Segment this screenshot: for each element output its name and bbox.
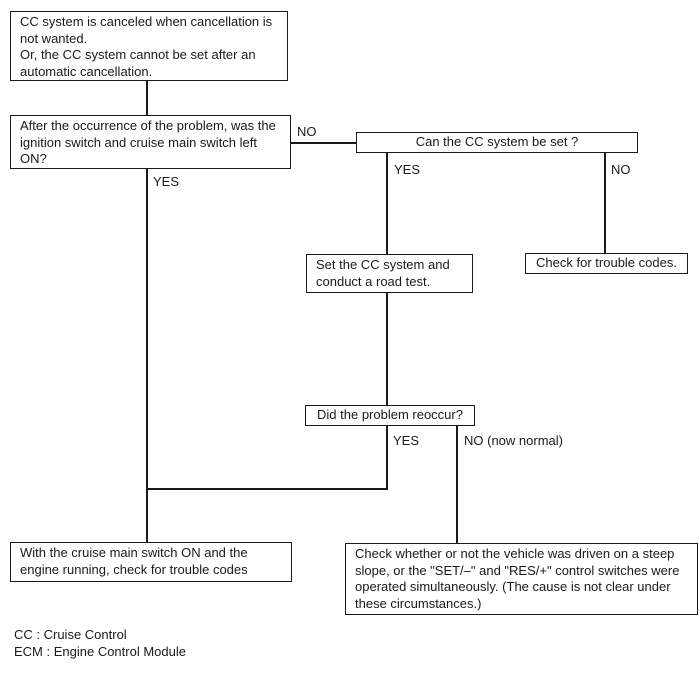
branch-label-yes: YES: [394, 162, 421, 177]
flow-box-problem-reoccur-question: Did the problem reoccur?: [305, 405, 475, 426]
legend-line-cc: CC : Cruise Control: [14, 627, 127, 642]
connector-no-to-check-codes: [604, 153, 606, 253]
abbreviation-legend: CC : Cruise Control ECM : Engine Control…: [14, 626, 186, 660]
connector-no-to-steep-slope: [456, 426, 458, 543]
flow-box-problem-symptom: CC system is canceled when cancellation …: [10, 11, 288, 81]
flow-box-cc-set-question: Can the CC system be set ?: [356, 132, 638, 153]
connector-yes-to-check-codes-left: [146, 169, 148, 542]
connector-yes-to-road-test: [386, 153, 388, 254]
flow-box-ignition-switch-question: After the occurrence of the problem, was…: [10, 115, 291, 169]
branch-label-no: NO: [611, 162, 631, 177]
branch-label-no: NO: [297, 124, 317, 139]
connector-road-test-to-reoccur: [386, 293, 388, 405]
connector-yes-merge-horizontal: [146, 488, 387, 490]
legend-line-ecm: ECM : Engine Control Module: [14, 644, 186, 659]
connector-symptom-to-question: [146, 81, 148, 115]
flow-box-steep-slope-note: Check whether or not the vehicle was dri…: [345, 543, 698, 615]
connector-no-to-can-set: [291, 142, 356, 144]
branch-label-yes: YES: [153, 174, 180, 189]
flow-box-check-trouble-codes: Check for trouble codes.: [525, 253, 688, 274]
branch-label-yes: YES: [393, 433, 420, 448]
flow-box-check-codes-engine-running: With the cruise main switch ON and the e…: [10, 542, 292, 582]
branch-label-no-now-normal: NO (now normal): [464, 433, 563, 448]
flow-box-road-test: Set the CC system and conduct a road tes…: [306, 254, 473, 293]
connector-reoccur-yes-down: [386, 426, 388, 490]
